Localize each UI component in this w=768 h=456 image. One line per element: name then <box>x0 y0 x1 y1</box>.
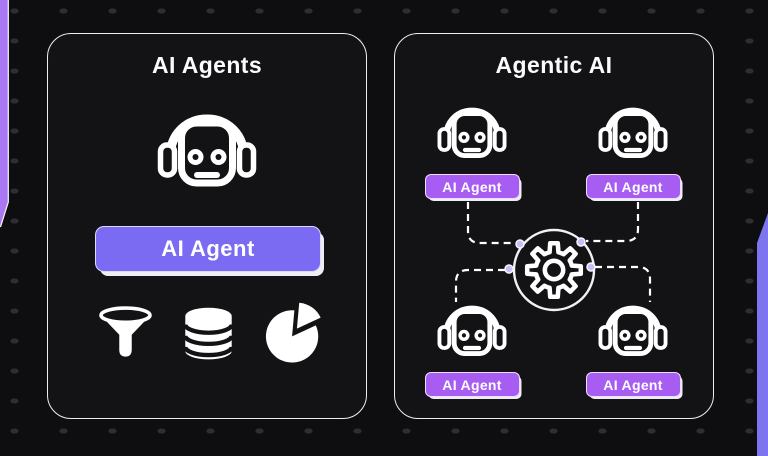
tool-icons-row <box>97 302 325 366</box>
ai-agent-button: AI Agent <box>95 226 321 272</box>
agent-node: AI Agent <box>578 294 688 397</box>
ai-agents-panel: AI Agents AI Agent <box>47 33 367 419</box>
connection-nodes <box>504 237 596 274</box>
robot-headset-icon <box>598 294 668 367</box>
ai-agent-chip: AI Agent <box>585 372 681 397</box>
robot-headset-icon <box>157 98 257 202</box>
robot-headset-icon <box>598 96 668 169</box>
ai-agent-chip: AI Agent <box>424 372 520 397</box>
right-accent-shape <box>757 213 768 456</box>
gear-icon <box>524 240 584 300</box>
agent-node: AI Agent <box>417 294 527 397</box>
robot-headset-icon <box>437 294 507 367</box>
agent-node: AI Agent <box>417 96 527 199</box>
ai-agent-chip: AI Agent <box>424 174 520 199</box>
pie-chart-icon <box>265 302 321 363</box>
agent-node: AI Agent <box>578 96 688 199</box>
funnel-icon <box>99 306 152 357</box>
ai-agent-chip: AI Agent <box>585 174 681 199</box>
left-accent-shape <box>0 0 9 228</box>
connection-lines <box>454 202 652 312</box>
robot-headset-icon <box>437 96 507 169</box>
panel-title: Agentic AI <box>495 52 613 78</box>
panel-title: AI Agents <box>151 52 263 78</box>
agentic-ai-panel: Agentic AI AI Agent <box>394 33 714 419</box>
database-icon <box>183 307 234 360</box>
